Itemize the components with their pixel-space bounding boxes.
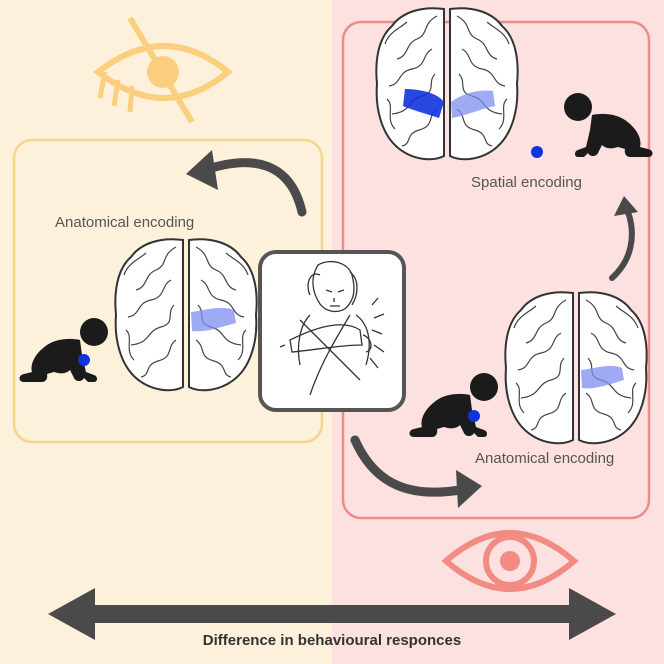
brain-highlight-weak <box>451 90 495 118</box>
label-behaviour-difference: Difference in behavioural responces <box>203 632 461 649</box>
brain-highlight-right <box>581 365 624 389</box>
label-right-anatomical: Anatomical encoding <box>475 450 614 467</box>
label-left-anatomical: Anatomical encoding <box>55 214 194 231</box>
curved-arrow-up <box>609 196 638 281</box>
behaviour-double-arrow <box>48 588 616 640</box>
crossed-hands-illustration <box>258 250 406 412</box>
stimulus-dot-top <box>531 146 543 158</box>
brain-bottom-right <box>504 291 648 445</box>
brain-highlight-left <box>191 307 236 332</box>
brain-top-right <box>375 7 519 161</box>
eye-slash-icon <box>93 16 233 124</box>
brain-left <box>114 238 258 392</box>
brain-highlight-strong <box>403 89 444 118</box>
label-spatial-encoding: Spatial encoding <box>471 174 582 191</box>
curved-arrow-left <box>186 150 307 217</box>
curved-arrow-right <box>350 435 482 508</box>
stimulus-dot-bottom <box>468 410 480 422</box>
stimulus-dot-left <box>78 354 90 366</box>
eye-icon <box>441 530 579 592</box>
